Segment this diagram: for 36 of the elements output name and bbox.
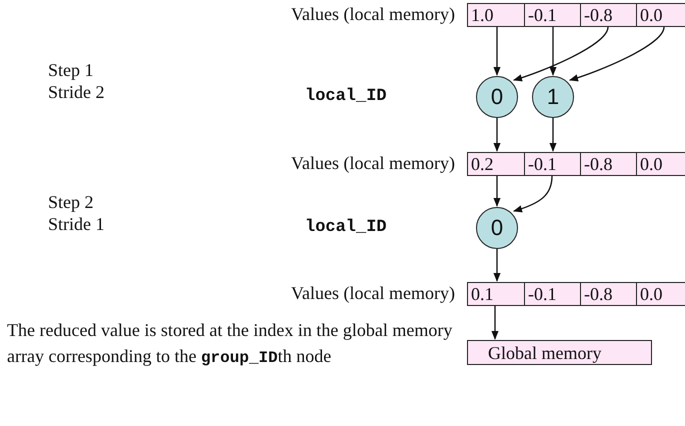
memory-cell: 1.0	[467, 3, 526, 27]
arrow	[493, 176, 501, 207]
memory-cell: -0.1	[524, 3, 582, 27]
arrow	[549, 27, 557, 76]
arrow	[568, 26, 665, 82]
row-label: Values (local memory)	[290, 4, 455, 26]
memory-cell: -0.1	[524, 152, 582, 176]
memory-cell: 0.0	[636, 152, 685, 176]
memory-cell: 0.1	[467, 282, 526, 306]
row-label: Stride 2	[48, 82, 104, 104]
arrow	[549, 118, 557, 152]
row-label: Stride 1	[48, 214, 104, 236]
global-memory-box: Global memory	[467, 340, 652, 365]
arrow	[491, 306, 499, 340]
row-label: Step 2	[48, 192, 94, 214]
row-label: Step 1	[48, 60, 94, 82]
code-label: local_ID	[305, 87, 387, 108]
arrow	[493, 118, 501, 152]
code-label: local_ID	[305, 218, 387, 238]
memory-cell: 0.0	[636, 3, 685, 27]
arrow	[493, 27, 501, 76]
note-text: The reduced value is stored at the index in the global memory array corresponding to the group_IDth node	[7, 319, 454, 370]
memory-cell: -0.8	[580, 282, 638, 306]
memory-cell: 0.2	[467, 152, 526, 176]
arrow	[512, 176, 553, 212]
memory-cell: 0.0	[636, 282, 685, 306]
thread-circle: 0	[476, 207, 518, 249]
row-label: Values (local memory)	[290, 283, 455, 305]
arrow	[512, 26, 609, 82]
memory-cell: -0.1	[524, 282, 582, 306]
memory-cell: -0.8	[580, 3, 638, 27]
thread-circle: 0	[476, 76, 518, 118]
memory-cell: -0.8	[580, 152, 638, 176]
arrow	[493, 249, 501, 282]
thread-circle: 1	[532, 76, 574, 118]
row-label: Values (local memory)	[290, 153, 455, 175]
